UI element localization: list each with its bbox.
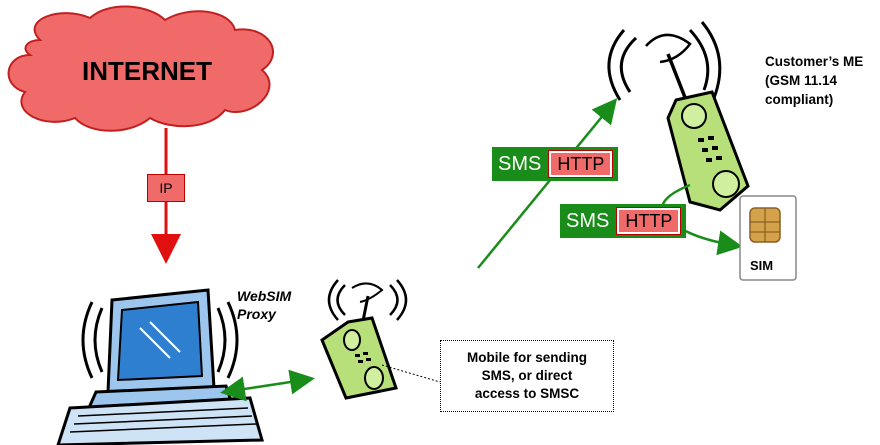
sim-label: SIM: [750, 258, 774, 273]
customer-me-line2: (GSM 11.14: [765, 73, 838, 88]
sms-label-lower: SMS: [566, 209, 610, 232]
sms-path-arrow: [477, 98, 618, 269]
message-tag-upper: SMS HTTP: [492, 147, 619, 181]
customer-me-label: Customer’s ME (GSM 11.14 compliant): [765, 52, 863, 109]
message-tag-lower: SMS HTTP: [560, 204, 687, 238]
ip-label: IP: [159, 180, 173, 196]
internet-label: INTERNET: [82, 56, 212, 86]
sms-label-upper: SMS: [498, 152, 542, 175]
proxy-mobile-arrow: [220, 369, 315, 402]
websim-proxy-line2: Proxy: [237, 306, 276, 322]
http-label-lower: HTTP: [616, 207, 682, 235]
mobile-note-box: Mobile for sending SMS, or direct access…: [440, 340, 614, 412]
computer-icon: [56, 288, 264, 445]
mobile-note-line3: access to SMSC: [474, 386, 580, 401]
customer-me-line3: compliant): [765, 92, 834, 107]
websim-proxy-line1: WebSIM: [237, 288, 292, 304]
mobile-note-line2: SMS, or direct: [481, 368, 573, 383]
mobile-phone-proxy: [320, 279, 408, 400]
customer-me-phone: [607, 21, 750, 212]
sim-card: [739, 195, 797, 281]
websim-proxy-label: WebSIM Proxy: [237, 287, 291, 323]
customer-me-line1: Customer’s ME: [765, 54, 864, 69]
http-label-upper: HTTP: [548, 150, 614, 178]
internet-cloud: [7, 5, 274, 132]
ip-badge: IP: [147, 174, 185, 202]
mobile-note-line1: Mobile for sending: [467, 350, 587, 365]
